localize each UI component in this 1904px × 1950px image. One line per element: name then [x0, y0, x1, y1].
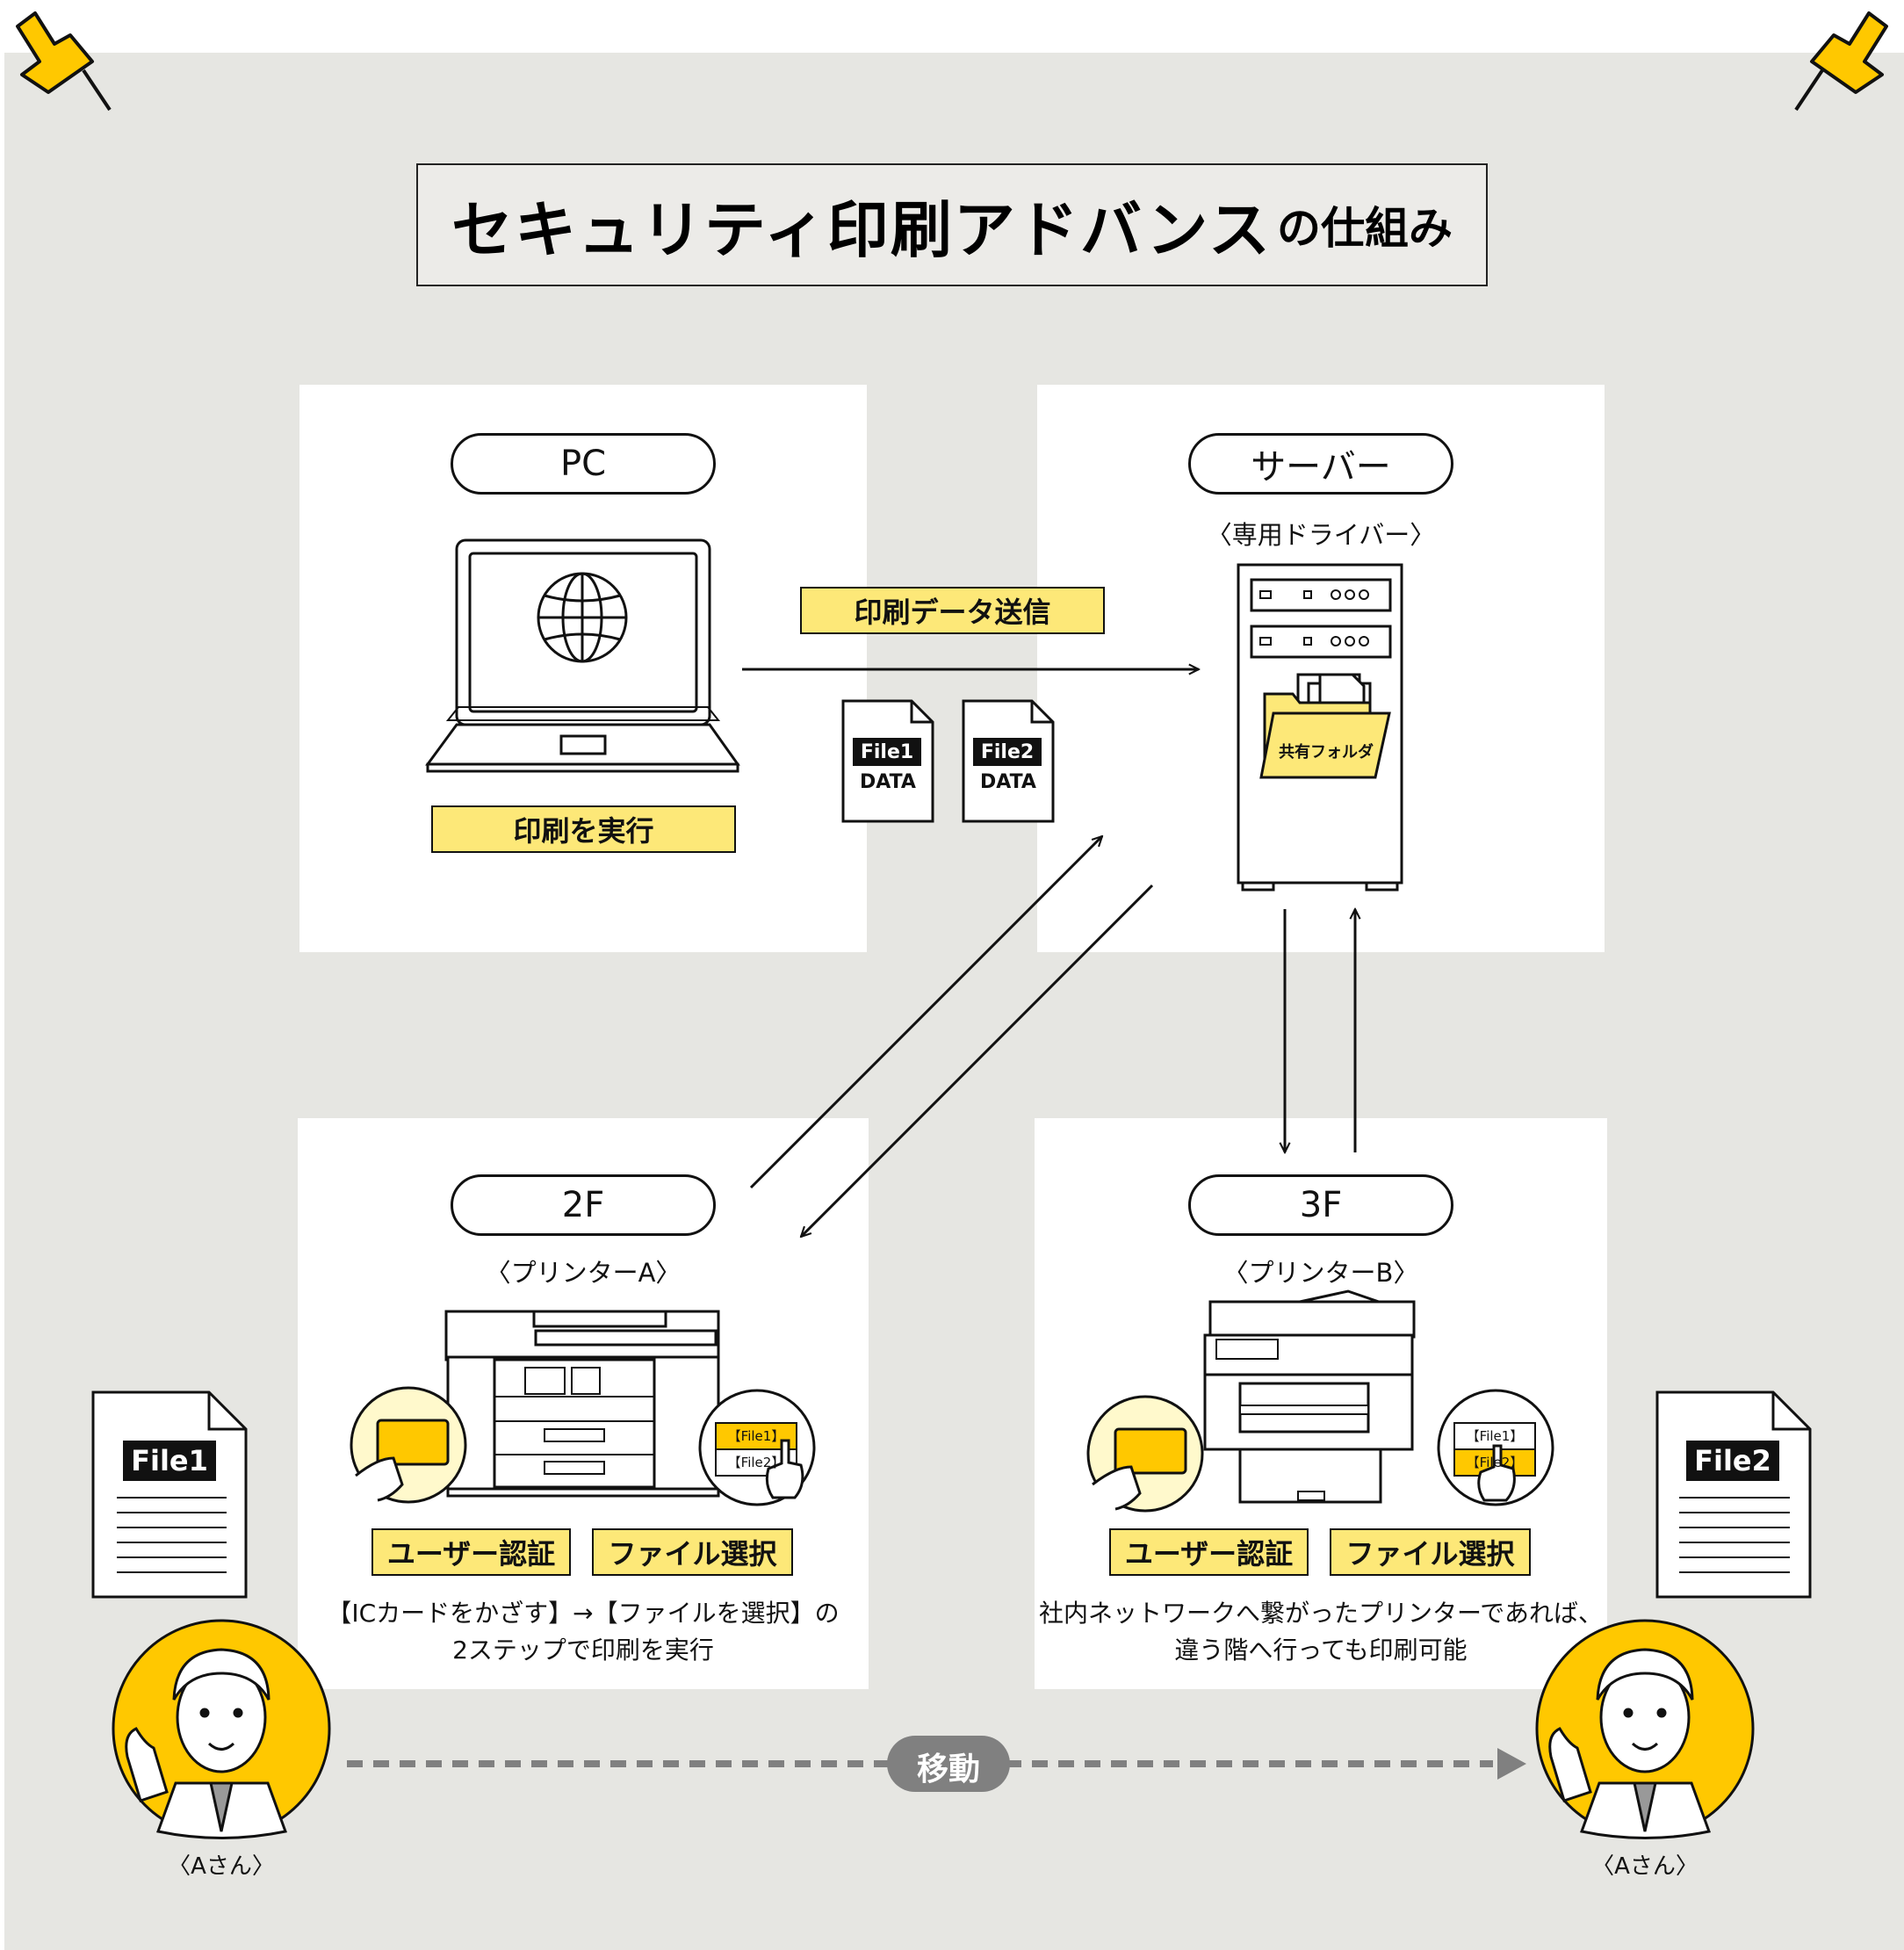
laptop-icon	[425, 538, 740, 773]
document-left-name: File1	[123, 1441, 216, 1481]
server-subtitle: 〈専用ドライバー〉	[1206, 520, 1436, 550]
document-right-name: File2	[1686, 1441, 1779, 1481]
move-arrowhead	[1497, 1748, 1526, 1780]
shared-folder-label: 共有フォルダ	[1279, 743, 1374, 762]
data-file2-data: DATA	[980, 771, 1036, 793]
pushpin-right-icon	[1794, 11, 1888, 112]
document-left-icon	[91, 1390, 248, 1599]
pc-pill: PC	[451, 433, 716, 495]
person-right-label: 〈Aさん〉	[1591, 1853, 1698, 1880]
printer-a-icon	[444, 1310, 720, 1498]
floor2-select-label: ファイル選択	[592, 1528, 793, 1576]
ic-card-circle-2f	[350, 1386, 467, 1504]
floor2-pill: 2F	[451, 1174, 716, 1236]
person-left-label: 〈Aさん〉	[168, 1853, 275, 1880]
data-file2-name: File2	[973, 738, 1042, 766]
floor3-auth-label: ユーザー認証	[1109, 1528, 1309, 1576]
arrow-server-to-2f	[801, 884, 1154, 1237]
floor3-select-label: ファイル選択	[1330, 1528, 1531, 1576]
file-select-circle-3f	[1437, 1389, 1554, 1506]
floor2-desc-line1: 【ICカードをかざす】→【ファイルを選択】の	[327, 1599, 840, 1628]
ic-card-circle-3f	[1086, 1395, 1204, 1513]
floor3-desc-line2: 違う階へ行っても印刷可能	[1174, 1636, 1468, 1665]
data-file1-data: DATA	[860, 771, 916, 793]
floor2-list-item-1: 【File1】	[727, 1428, 785, 1444]
floor3-subtitle: 〈プリンターB〉	[1222, 1258, 1419, 1288]
title-main: セキュリティ印刷アドバンス	[451, 193, 1272, 266]
pushpin-left-icon	[16, 11, 112, 112]
file-select-circle-2f	[698, 1389, 816, 1506]
person-left-avatar	[112, 1619, 331, 1839]
floor3-pill: 3F	[1188, 1174, 1453, 1236]
floor3-desc-line1: 社内ネットワークへ繋がったプリンターであれば、	[1038, 1599, 1604, 1628]
title-box: セキュリティ印刷アドバンスの仕組み	[416, 163, 1488, 286]
shared-folder-icon	[1259, 673, 1391, 779]
pc-action-label: 印刷を実行	[431, 805, 736, 853]
floor2-list-item-2: 【File2】	[727, 1455, 785, 1470]
floor2-subtitle: 〈プリンターA〉	[485, 1258, 682, 1288]
laptop-keyboard	[445, 706, 721, 721]
title-suffix: の仕組み	[1276, 203, 1453, 254]
move-label: 移動	[916, 1751, 980, 1788]
server-pill: サーバー	[1188, 433, 1453, 495]
arrow-2f-to-server	[749, 836, 1102, 1189]
floor3-list-item-1: 【File1】	[1466, 1428, 1524, 1444]
floor2-auth-label: ユーザー認証	[371, 1528, 571, 1576]
data-file1-name: File1	[853, 738, 921, 766]
person-right-avatar	[1535, 1619, 1755, 1839]
floor2-desc-line2: 2ステップで印刷を実行	[452, 1636, 714, 1665]
printer-b-icon	[1203, 1289, 1416, 1504]
move-badge	[887, 1736, 1010, 1792]
transfer-label: 印刷データ送信	[800, 587, 1105, 634]
floor3-list-item-2: 【File2】	[1466, 1455, 1524, 1470]
document-right-icon	[1655, 1390, 1812, 1599]
